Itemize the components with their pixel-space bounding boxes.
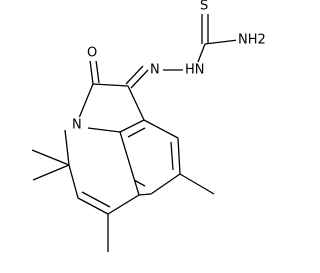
bond-ar-c5-c4	[119, 131, 140, 196]
bond-ar-c3-c6	[143, 119, 179, 139]
bond-c2-o-a	[89, 59, 94, 85]
bond-ar-c3-c4-inner	[127, 127, 146, 138]
bond-n-c-double-a	[130, 69, 149, 89]
bond-cq-ch	[68, 164, 79, 199]
bond-c7-me	[179, 173, 215, 195]
bond-cq-me2	[32, 164, 70, 181]
bond-ar-c6-c7	[177, 137, 181, 175]
bond-c1-c3	[127, 85, 145, 121]
atom-labels: S NH2 HN N O N	[70, 0, 270, 133]
bond-ar-c8-c5	[138, 193, 152, 196]
molecule-diagram: S NH2 HN N O N	[31, 0, 270, 252]
bond-n-c4	[87, 127, 121, 133]
atom-o-label: O	[87, 46, 97, 61]
bond-n-c-double-b	[125, 65, 144, 85]
bond-ar-c4-c3	[119, 119, 145, 133]
bond-ch-cme-b	[81, 191, 111, 208]
atom-n-hydrazone-label: N	[150, 63, 160, 78]
bond-c-nh	[197, 43, 206, 63]
bond-c1-c2	[92, 83, 129, 87]
bond-cq-me1	[31, 149, 70, 166]
bond-ch-cme-a	[77, 197, 109, 215]
bond-cme-c5	[107, 194, 140, 215]
atom-n-ring-label: N	[72, 118, 82, 133]
atom-nh-label: HN	[185, 63, 205, 78]
bond-ar-c7-c8	[150, 173, 181, 195]
bond-n-cq	[64, 129, 70, 166]
atom-nh2-label: NH2	[238, 33, 266, 48]
bond-ar-c6-c7-inner	[170, 141, 174, 171]
bond-ar-c8-c5-inner	[133, 179, 146, 187]
bond-c-nh2	[204, 39, 239, 45]
structure-canvas: S NH2 HN N O N	[31, 0, 270, 252]
bond-c2-n	[78, 83, 94, 119]
atom-s-label: S	[200, 0, 208, 14]
bonds	[31, 11, 239, 252]
bond-c2-o-b	[95, 59, 100, 84]
